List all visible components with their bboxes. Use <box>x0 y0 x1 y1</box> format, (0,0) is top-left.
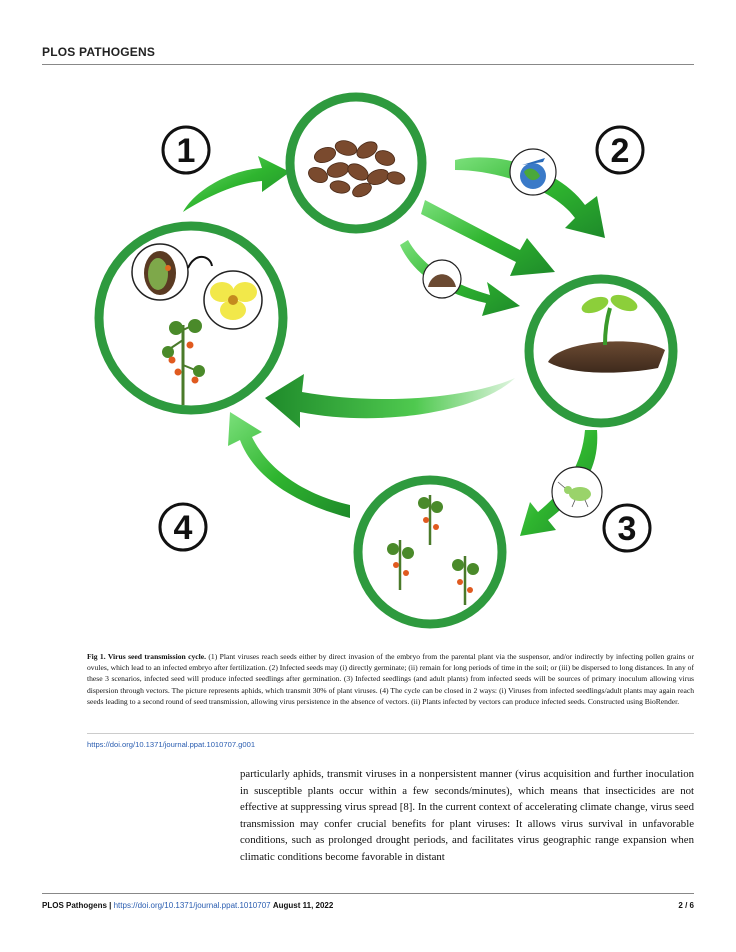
header-rule <box>42 64 694 65</box>
svg-text:2: 2 <box>611 132 630 170</box>
caption-text: (1) Plant viruses reach seeds either by … <box>87 652 694 706</box>
footer-date: August 11, 2022 <box>272 901 334 910</box>
figure-doi-link[interactable]: https://doi.org/10.1371/journal.ppat.101… <box>87 740 256 749</box>
adult-plants-circle <box>353 475 507 629</box>
flower-inset <box>203 270 263 330</box>
stage-number-4: 4 <box>158 502 208 552</box>
figure-caption: Fig 1. Virus seed transmission cycle. (1… <box>87 651 694 707</box>
seeds-illustration <box>308 140 406 198</box>
stage-number-2: 2 <box>595 125 645 175</box>
svg-text:1: 1 <box>177 132 196 170</box>
soil-illustration <box>548 341 665 373</box>
caption-rule <box>87 733 694 734</box>
embryo-inset <box>131 243 189 301</box>
arrow-seeds-to-soil <box>400 240 520 316</box>
caption-title: Fig 1. Virus seed transmission cycle. <box>87 652 207 661</box>
seeds-circle <box>285 92 427 234</box>
arrow-seedling-to-plant <box>265 374 515 428</box>
footer-journal: PLOS Pathogens | <box>42 901 112 910</box>
seedling-circle <box>524 274 678 428</box>
journal-name: PLOS PATHOGENS <box>42 45 156 59</box>
footer-rule <box>42 893 694 894</box>
svg-text:3: 3 <box>618 510 637 548</box>
aphid-inset <box>551 466 603 518</box>
arrow-plant-to-seeds <box>183 156 290 212</box>
arrow-adults-to-plant <box>228 412 350 518</box>
page-footer: PLOS Pathogens | https://doi.org/10.1371… <box>42 901 694 910</box>
embryo-arrow <box>187 255 213 269</box>
tomato-plant <box>162 319 205 405</box>
page-number: 2 / 6 <box>678 901 694 910</box>
svg-text:4: 4 <box>174 509 193 547</box>
seedling-illustration <box>581 294 638 346</box>
arrow-seeds-to-seedling-direct <box>421 200 555 276</box>
stage-number-3: 3 <box>602 503 652 553</box>
soil-seeds-inset <box>422 259 462 299</box>
stage-number-1: 1 <box>161 125 211 175</box>
dispersal-inset <box>509 148 557 196</box>
footer-doi-link[interactable]: https://doi.org/10.1371/journal.ppat.101… <box>113 901 271 910</box>
parent-plant-circle <box>94 221 288 415</box>
adult-plants-illustration <box>387 495 479 605</box>
body-paragraph: particularly aphids, transmit viruses in… <box>240 768 694 863</box>
seed-transmission-figure: 1 2 3 4 <box>94 92 678 629</box>
